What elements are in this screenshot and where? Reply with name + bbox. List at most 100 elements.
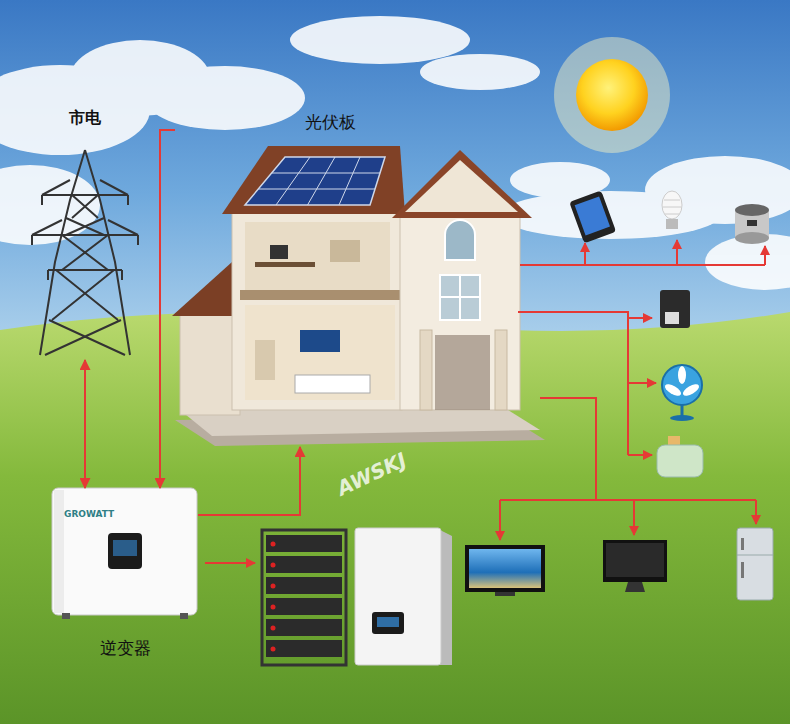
house xyxy=(308,157,336,205)
house xyxy=(392,150,532,218)
appliances xyxy=(735,232,769,244)
clouds xyxy=(0,165,100,245)
appliances xyxy=(663,382,683,398)
house xyxy=(435,335,490,410)
battery-rack xyxy=(271,542,276,547)
battery-rack xyxy=(271,584,276,589)
house xyxy=(300,330,340,352)
appliances xyxy=(666,219,678,229)
appliances xyxy=(741,562,744,578)
battery-rack xyxy=(271,605,276,610)
appliance-wires xyxy=(628,454,652,456)
house xyxy=(440,275,480,320)
house xyxy=(245,157,385,205)
clouds xyxy=(510,162,610,198)
brand-logo: GROWATT xyxy=(64,509,114,520)
inverter-unit xyxy=(54,490,64,613)
power-tower xyxy=(32,195,138,280)
battery-rack xyxy=(266,577,342,594)
house xyxy=(276,157,310,205)
appliance-wires xyxy=(584,243,586,265)
appliances xyxy=(663,200,681,214)
appliances xyxy=(735,204,769,216)
appliances xyxy=(670,415,694,421)
house xyxy=(270,245,288,259)
power-line xyxy=(160,130,175,488)
appliance-wires xyxy=(628,382,656,384)
power-tower xyxy=(32,150,138,355)
battery-rack xyxy=(266,598,342,615)
inverter-node: GROWATT逆变器 xyxy=(52,488,198,664)
house xyxy=(330,240,360,262)
house xyxy=(245,305,395,400)
appliances xyxy=(660,290,690,328)
battery-rack xyxy=(262,530,346,665)
inverter-unit xyxy=(52,488,197,615)
power-tower xyxy=(42,194,128,196)
appliances xyxy=(465,545,545,592)
appliances xyxy=(741,538,744,550)
wall-battery xyxy=(377,617,399,627)
appliances xyxy=(575,196,610,235)
battery-rack xyxy=(271,647,276,652)
house xyxy=(258,157,380,205)
power-tower xyxy=(32,180,138,235)
inverter-unit xyxy=(180,613,188,619)
inverter-unit xyxy=(108,533,142,569)
appliances xyxy=(569,190,616,243)
power-line xyxy=(84,360,86,488)
house xyxy=(240,290,400,300)
pv-label: 光伏板 xyxy=(305,112,356,133)
appliance-wires xyxy=(520,264,765,266)
appliances xyxy=(625,582,645,592)
house xyxy=(222,146,405,214)
watermark: AWSKJ xyxy=(333,448,410,502)
appliances xyxy=(737,555,773,556)
house xyxy=(495,330,507,410)
clouds xyxy=(145,66,305,130)
power-tower xyxy=(45,235,125,355)
house xyxy=(420,330,432,410)
appliances xyxy=(469,549,541,588)
battery-rack xyxy=(266,619,342,636)
battery-rack xyxy=(266,640,342,657)
appliances xyxy=(569,190,616,243)
appliances xyxy=(678,366,686,384)
appliance-wires xyxy=(676,240,678,265)
power-tower xyxy=(85,150,130,355)
inverter-unit xyxy=(113,540,137,556)
power-tower xyxy=(66,195,104,235)
house xyxy=(440,275,480,320)
battery-rack xyxy=(271,626,276,631)
wall-battery xyxy=(440,530,452,665)
power-line xyxy=(198,447,300,515)
appliance-wires xyxy=(518,312,628,455)
battery-rack xyxy=(266,535,342,552)
power-tower xyxy=(32,234,138,236)
appliances xyxy=(603,540,667,582)
watermark-holder: AWSKJ xyxy=(333,448,410,502)
power-tower xyxy=(48,269,122,271)
house xyxy=(180,310,240,415)
appliances xyxy=(465,190,773,600)
appliances xyxy=(662,191,682,219)
appliance-wires xyxy=(499,500,501,540)
house xyxy=(255,262,315,267)
appliance-wires xyxy=(764,246,766,265)
house xyxy=(400,212,520,410)
appliances xyxy=(662,365,702,405)
house xyxy=(405,160,518,212)
appliances xyxy=(737,528,773,600)
house xyxy=(255,340,275,380)
power-tower xyxy=(40,150,85,355)
grid-node: 市电 xyxy=(20,108,150,360)
house-node: 光伏板 xyxy=(175,112,545,447)
house xyxy=(245,222,390,290)
appliance-wires xyxy=(628,317,652,319)
appliance-wires xyxy=(540,398,596,500)
battery-rack xyxy=(271,563,276,568)
